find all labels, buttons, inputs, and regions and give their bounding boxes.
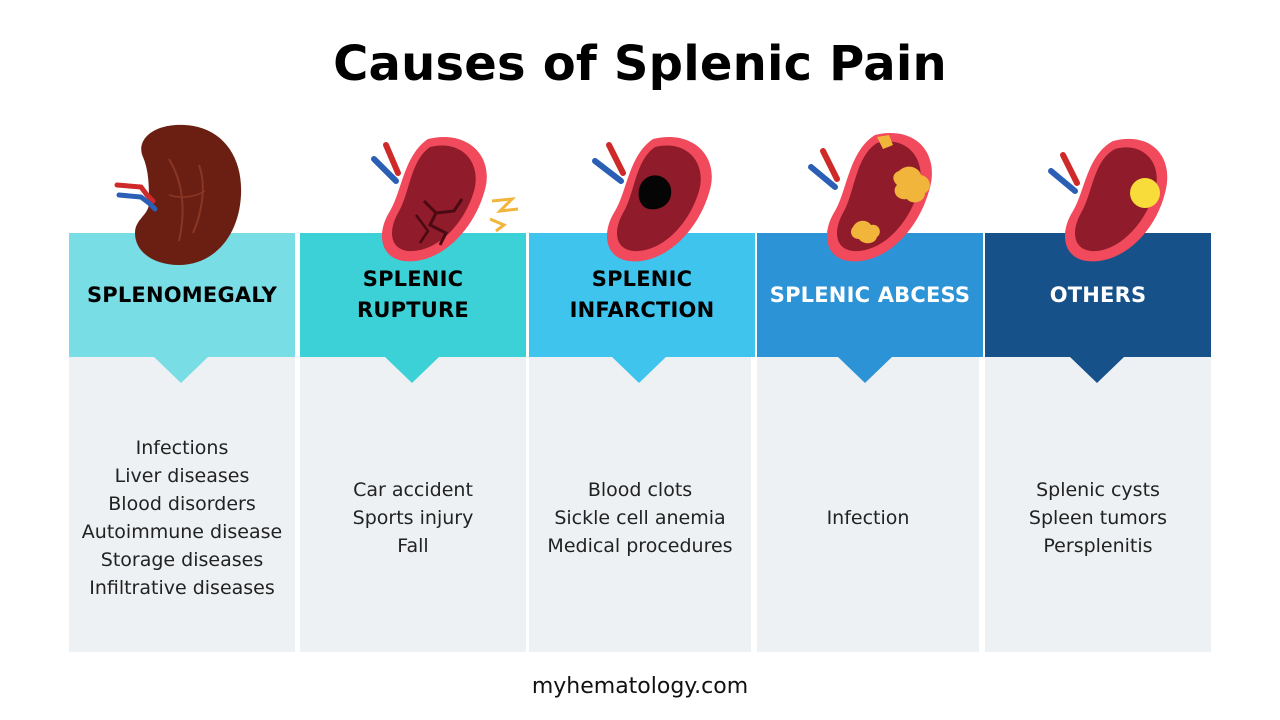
column-splenic-rupture: SPLENIC RUPTURE Car accident Sports inju…	[300, 0, 526, 720]
causes-list: Infection	[757, 356, 979, 652]
infarcted-spleen-icon	[592, 136, 712, 262]
causes-list: Car accident Sports injury Fall	[300, 356, 526, 652]
spleen-cyst-icon	[1048, 138, 1168, 262]
list-item: Sports injury	[352, 507, 474, 529]
causes-list: Infections Liver diseases Blood disorder…	[69, 356, 295, 652]
ruptured-spleen-icon	[371, 136, 519, 262]
pointer-arrow	[611, 356, 667, 383]
list-item: Blood disorders	[108, 493, 256, 515]
pointer-arrow	[153, 356, 209, 383]
list-item: Splenic cysts	[1036, 479, 1160, 501]
list-item: Spleen tumors	[1028, 507, 1168, 529]
list-item: Medical procedures	[547, 535, 733, 557]
list-item: Infiltrative diseases	[89, 577, 275, 599]
column-splenic-abcess: SPLENIC ABCESS Infection	[757, 0, 983, 720]
pointer-arrow	[384, 356, 440, 383]
category-label: OTHERS	[1049, 282, 1147, 307]
column-splenic-infarction: SPLENIC INFARCTION Blood clots Sickle ce…	[529, 0, 755, 720]
list-item: Infection	[826, 507, 910, 529]
causes-list: Splenic cysts Spleen tumors Persplenitis	[985, 356, 1211, 652]
category-label: SPLENOMEGALY	[86, 282, 278, 307]
list-item: Car accident	[353, 479, 473, 501]
label-panel: SPLENIC INFARCTION	[529, 233, 755, 357]
list-item: Storage diseases	[100, 549, 264, 571]
pointer-arrow	[837, 356, 893, 383]
category-label: SPLENIC ABCESS	[769, 282, 971, 307]
column-splenomegaly: SPLENOMEGALY Infections Liver diseases B…	[69, 0, 295, 720]
list-item: Blood clots	[587, 479, 693, 501]
list-item: Autoimmune disease	[81, 521, 283, 543]
category-label: SPLENIC INFARCTION	[569, 267, 715, 322]
list-item: Persplenitis	[1043, 535, 1153, 557]
abscess-spleen-icon	[808, 132, 932, 262]
footer-site: myhematology.com	[531, 674, 749, 699]
list-item: Infections	[135, 437, 229, 459]
list-item: Sickle cell anemia	[554, 507, 726, 529]
page-title: Causes of Splenic Pain	[333, 36, 947, 92]
list-item: Liver diseases	[114, 465, 250, 487]
category-label: SPLENIC RUPTURE	[357, 267, 469, 322]
list-item: Fall	[397, 535, 429, 557]
causes-list: Blood clots Sickle cell anemia Medical p…	[529, 356, 751, 652]
pointer-arrow	[1069, 356, 1125, 383]
enlarged-spleen-icon	[114, 124, 242, 266]
column-others: OTHERS Splenic cysts Spleen tumors Persp…	[985, 0, 1211, 720]
